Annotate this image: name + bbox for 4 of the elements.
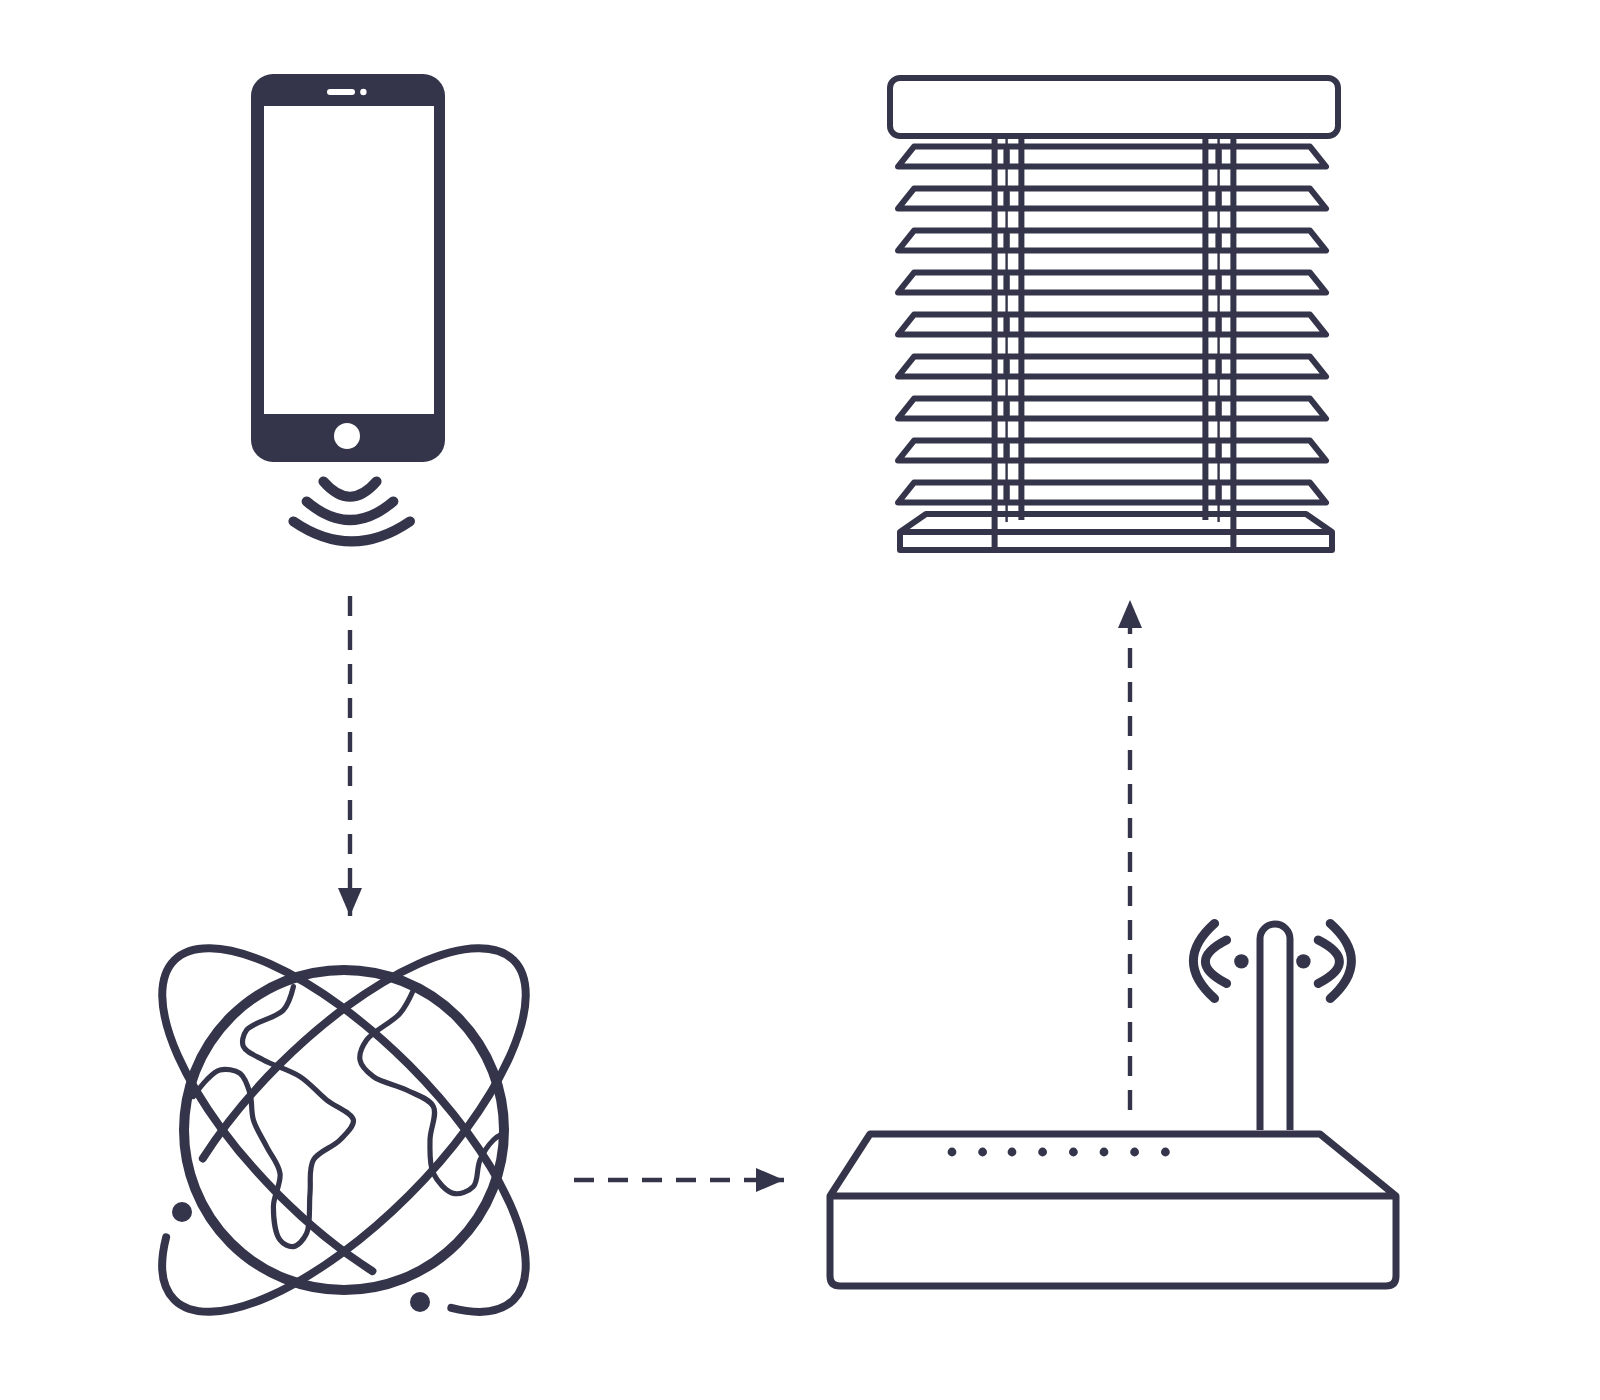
- dashed-arrow: [574, 1168, 784, 1192]
- dashed-arrow: [1118, 600, 1142, 1110]
- dashed-arrow: [338, 596, 362, 916]
- globe-illustration: [156, 944, 532, 1320]
